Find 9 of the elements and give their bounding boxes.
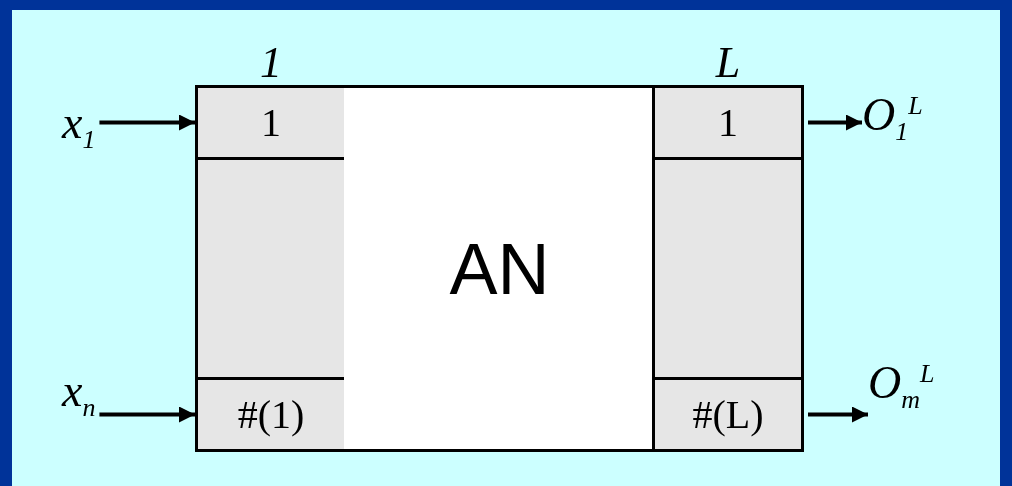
signal-label: x$_{n}$ (62, 368, 96, 422)
signal-label: x$_{1}$ (62, 100, 96, 154)
layer-label: L (714, 40, 742, 85)
layer-label: 1 (259, 40, 283, 85)
arrow (99, 114, 195, 131)
arrow (99, 406, 195, 423)
arrow (808, 406, 868, 423)
arrow (808, 114, 862, 131)
network-box: AN (344, 85, 655, 452)
